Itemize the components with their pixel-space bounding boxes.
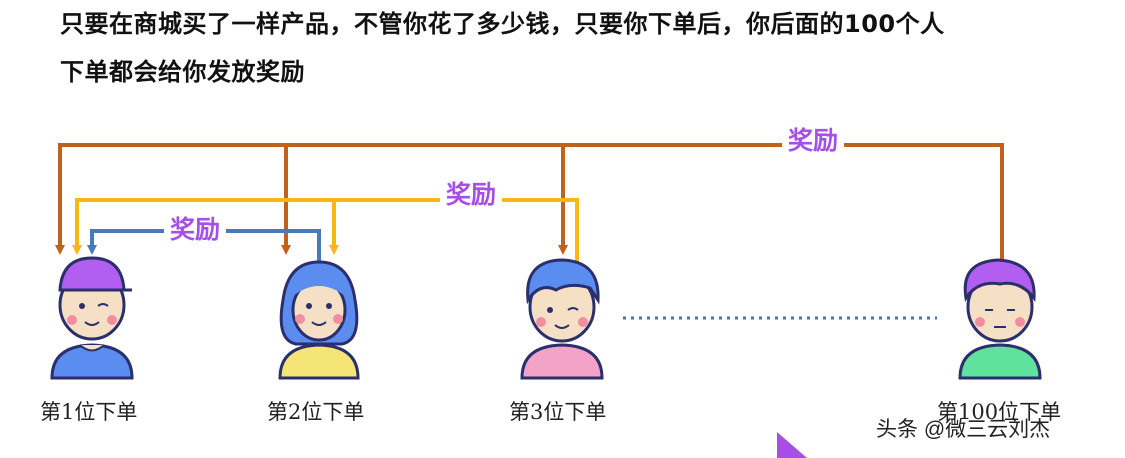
headline-line-2: 下单都会给你发放奖励	[60, 58, 305, 86]
person-3-avatar	[520, 258, 604, 380]
reward-label-blue: 奖励	[164, 215, 227, 245]
person-1-avatar	[50, 256, 134, 380]
watermark: 头条 @微三云刘杰	[876, 418, 1051, 441]
reward-label-yellow: 奖励	[440, 180, 503, 210]
person-100-label: 第100位下单	[937, 400, 1062, 424]
person-3-label: 第3位下单	[509, 400, 607, 424]
person-1-label: 第1位下单	[40, 400, 138, 424]
headline-line-1: 只要在商城买了一样产品，不管你花了多少钱，只要你下单后，你后面的100个人	[60, 10, 945, 38]
corner-decoration	[777, 432, 807, 458]
reward-label-orange: 奖励	[782, 126, 845, 156]
yellow-reward-arrows	[72, 198, 579, 262]
person-2-label: 第2位下单	[267, 400, 365, 424]
person-2-avatar	[278, 260, 360, 380]
person-100-avatar	[958, 258, 1042, 380]
